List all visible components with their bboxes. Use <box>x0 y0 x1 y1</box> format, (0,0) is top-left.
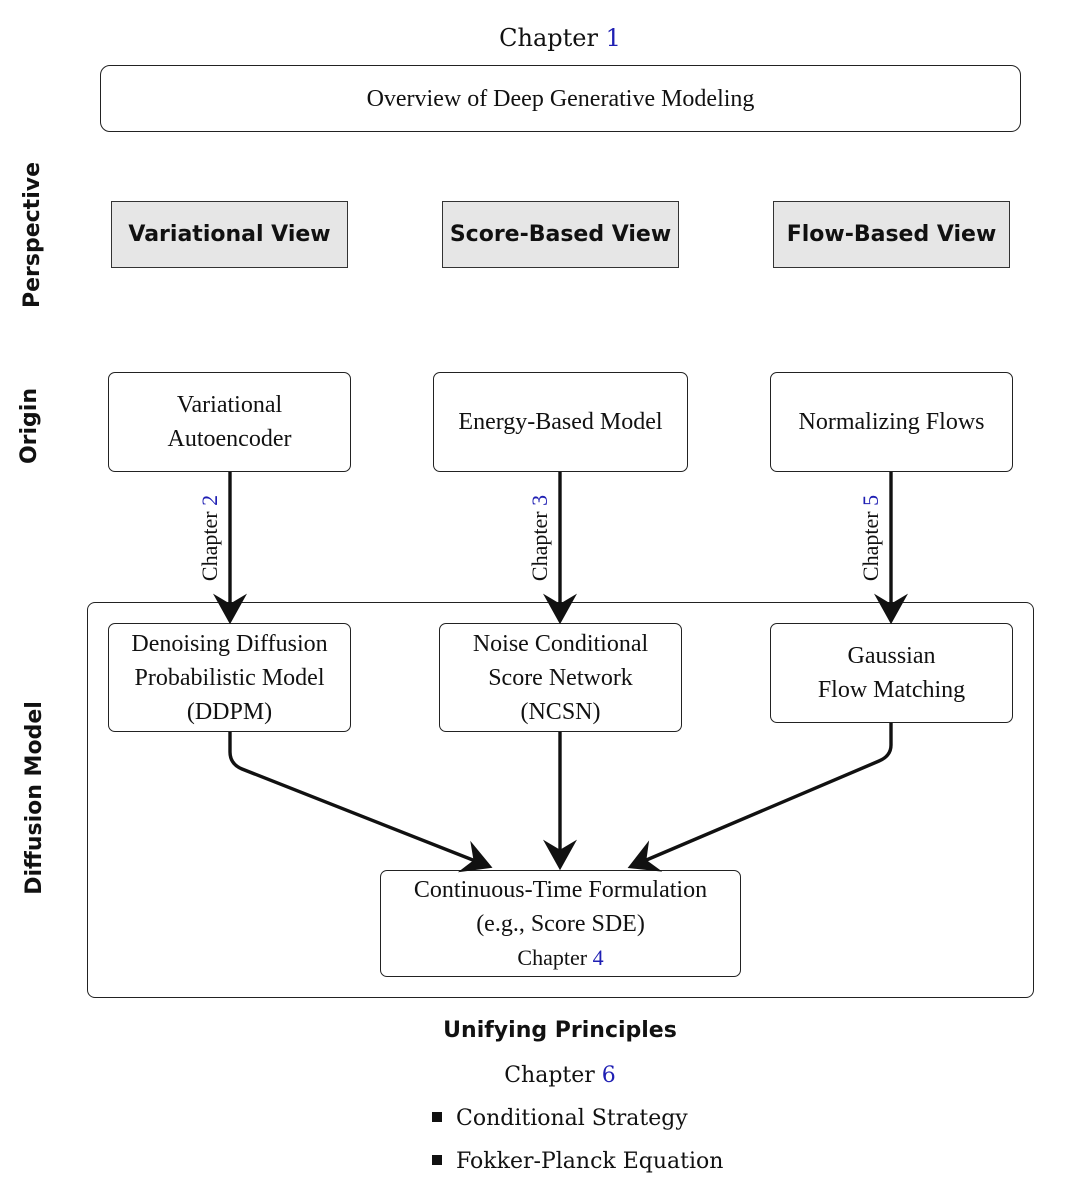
diffusion-gfm: Gaussian Flow Matching <box>770 623 1013 723</box>
list-item-text: Fokker-Planck Equation <box>456 1149 724 1174</box>
gfm-line1: Gaussian <box>847 643 936 669</box>
perspective-variational: Variational View <box>111 201 348 268</box>
ncsn-line3: (NCSN) <box>520 698 601 725</box>
chapter-number: 2 <box>197 494 222 506</box>
ddpm-line3: (DDPM) <box>186 698 273 725</box>
arrow-chapter-nf: Chapter 5 <box>858 478 884 598</box>
chapter-prefix: Chapter <box>527 511 552 582</box>
origin-ebm: Energy-Based Model <box>433 372 688 472</box>
bullet-square-icon <box>432 1155 442 1165</box>
arrow-ddpm-continuous <box>228 732 493 873</box>
gfm-line2: Flow Matching <box>817 677 966 703</box>
continuous-chapter: Chapter 4 <box>517 941 603 975</box>
chapter-prefix: Chapter <box>504 1063 595 1088</box>
origin-nf-label: Normalizing Flows <box>798 409 985 435</box>
chapter-number: 4 <box>592 944 604 970</box>
top-chapter-label: Chapter 1 <box>460 24 660 52</box>
perspective-label: Flow-Based View <box>786 222 997 247</box>
continuous-time-box: Continuous-Time Formulation (e.g., Score… <box>380 870 741 977</box>
unifying-list: Conditional Strategy Fokker-Planck Equat… <box>432 1104 792 1177</box>
origin-ebm-label: Energy-Based Model <box>458 409 663 435</box>
perspective-flow: Flow-Based View <box>773 201 1010 268</box>
list-item: Fokker-Planck Equation <box>432 1147 792 1177</box>
perspective-label: Score-Based View <box>449 222 672 247</box>
perspective-label: Variational View <box>128 222 331 247</box>
diffusion-ddpm: Denoising Diffusion Probabilistic Model … <box>108 623 351 732</box>
chapter-number: 5 <box>858 494 883 506</box>
list-item: Conditional Strategy <box>432 1104 792 1134</box>
arrow-chapter-ebm: Chapter 3 <box>527 478 553 598</box>
unifying-title: Unifying Principles <box>443 1018 677 1043</box>
overview-title: Overview of Deep Generative Modeling <box>366 85 755 112</box>
chapter-number: 1 <box>605 24 621 52</box>
origin-nf: Normalizing Flows <box>770 372 1013 472</box>
continuous-line2: (e.g., Score SDE) <box>476 910 645 937</box>
ncsn-line2: Score Network <box>488 664 633 691</box>
unifying-chapter: Chapter 6 <box>460 1063 660 1088</box>
chapter-number: 3 <box>527 494 552 506</box>
bullet-square-icon <box>432 1112 442 1122</box>
ddpm-line2: Probabilistic Model <box>134 664 325 691</box>
origin-vae-line1: Variational <box>176 392 283 418</box>
ddpm-line1: Denoising Diffusion <box>131 630 328 657</box>
chapter-number: 6 <box>601 1063 616 1088</box>
ncsn-line1: Noise Conditional <box>472 630 649 657</box>
chapter-prefix: Chapter <box>858 511 883 582</box>
origin-vae-line2: Autoencoder <box>167 426 292 452</box>
list-item-text: Conditional Strategy <box>456 1106 688 1131</box>
origin-vae: Variational Autoencoder <box>108 372 351 472</box>
arrow-chapter-vae: Chapter 2 <box>197 478 223 598</box>
chapter-prefix: Chapter <box>197 511 222 582</box>
chapter-prefix: Chapter <box>499 24 598 52</box>
chapter-prefix: Chapter <box>517 944 588 970</box>
arrow-gfm-continuous <box>627 723 893 872</box>
continuous-line1: Continuous-Time Formulation <box>413 876 708 903</box>
overview-box: Overview of Deep Generative Modeling <box>100 65 1021 132</box>
perspective-score: Score-Based View <box>442 201 679 268</box>
